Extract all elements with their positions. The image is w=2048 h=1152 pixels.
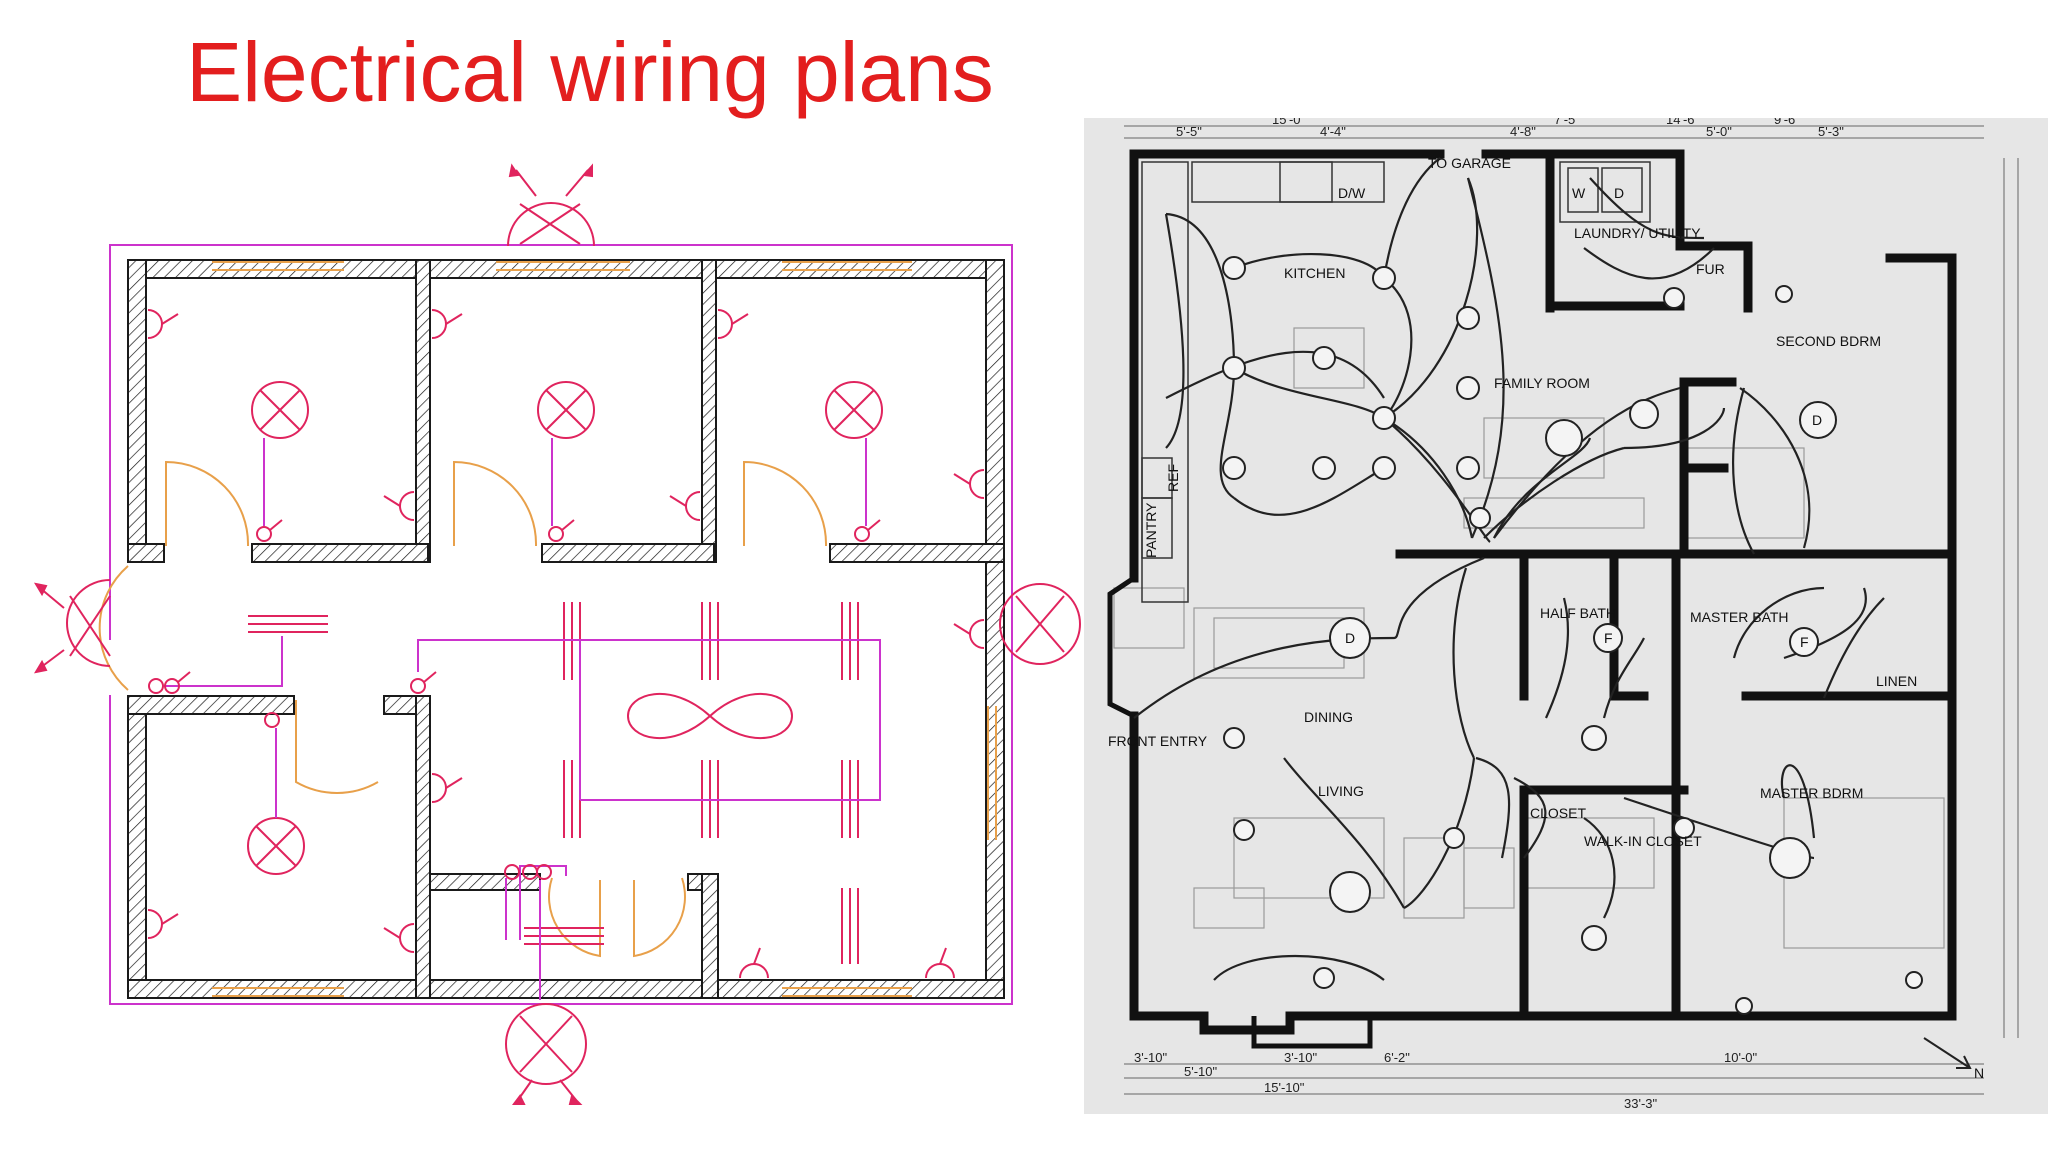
door-swings <box>98 460 828 958</box>
socket-icon <box>147 909 179 939</box>
exterior-lamp-left <box>33 579 111 674</box>
socket-icon <box>431 309 463 339</box>
interior-wires <box>164 438 881 1000</box>
label-fan-half-bath: F <box>1604 630 1613 646</box>
label-master-bath: MASTER BATH <box>1690 609 1789 625</box>
switch-icon <box>854 519 881 542</box>
ceiling-fan-icon <box>626 692 794 740</box>
north-arrow-icon <box>1923 1037 1972 1069</box>
label-dryer: D <box>1614 185 1624 201</box>
switch-icon <box>148 671 191 694</box>
cad-wiring-plan <box>33 163 1081 1105</box>
dim-bottom-4: 6'-2" <box>1384 1050 1410 1065</box>
label-linen: LINEN <box>1876 673 1917 689</box>
label-front-entry: FRONT ENTRY <box>1108 733 1208 749</box>
exterior-lamp-top <box>507 163 595 247</box>
label-dining: DINING <box>1304 709 1353 725</box>
walls <box>127 259 1005 999</box>
label-north: N <box>1974 1065 1984 1081</box>
socket-icon <box>717 309 749 339</box>
ceiling-light-room3 <box>825 381 883 439</box>
label-living: LIVING <box>1318 783 1364 799</box>
socket-icon <box>925 947 955 979</box>
socket-icon <box>739 947 769 979</box>
label-pantry: PANTRY <box>1143 502 1159 558</box>
ceiling-light-room4 <box>247 817 305 875</box>
dimension-lines <box>1124 125 2019 1095</box>
dim-bottom-2: 5'-10" <box>1184 1064 1218 1079</box>
label-closet: CLOSET <box>1530 805 1586 821</box>
socket-icon <box>953 619 985 649</box>
ceiling-light-room1 <box>251 381 309 439</box>
dim-top-row2-4: 5'-0" <box>1706 124 1732 139</box>
label-dw: D/W <box>1338 185 1366 201</box>
dim-bottom-7: 33'-3" <box>1624 1096 1658 1111</box>
sketch-walls <box>1129 149 1957 1035</box>
switch-icon <box>504 864 552 880</box>
bay-window-entry <box>1107 575 1136 719</box>
exterior-lamp-bottom <box>505 1003 587 1105</box>
label-kitchen: KITCHEN <box>1284 265 1345 281</box>
socket-icon <box>383 923 415 953</box>
label-washer: W <box>1572 185 1586 201</box>
label-laundry: LAUNDRY/ UTILITY <box>1574 225 1701 241</box>
socket-icon <box>953 469 985 499</box>
label-fan-dining: D <box>1345 630 1355 646</box>
switch-icon <box>410 671 437 694</box>
label-fan-master-bath: F <box>1800 634 1809 650</box>
label-second-bdrm: SECOND BDRM <box>1776 333 1881 349</box>
label-half-bath: HALF BATH <box>1540 605 1616 621</box>
sketch-light-fixtures <box>1222 256 1923 1015</box>
slide-title: Electrical wiring plans <box>186 25 994 119</box>
windows <box>212 261 997 997</box>
dim-top-3: 14'-6" <box>1666 118 1700 127</box>
switch-icon <box>264 712 280 728</box>
switches-and-sockets <box>147 309 985 979</box>
dim-top-1: 15'-0" <box>1272 118 1306 127</box>
dim-top-row2-1: 5'-5" <box>1176 124 1202 139</box>
label-master-bdrm: MASTER BDRM <box>1760 785 1863 801</box>
label-family-room: FAMILY ROOM <box>1494 375 1590 391</box>
socket-icon <box>431 773 463 803</box>
dim-top-4: 9'-6" <box>1774 118 1800 127</box>
exterior-lamp-right <box>999 583 1081 665</box>
outer-wiring-loop <box>109 244 1013 1005</box>
label-ref: REF <box>1165 464 1181 492</box>
label-to-garage: TO GARAGE <box>1428 155 1511 171</box>
tube-light-fixtures <box>248 602 859 964</box>
bay-window-living <box>1251 1016 1373 1049</box>
dim-bottom-6: 15'-10" <box>1264 1080 1305 1095</box>
dim-top-2: 7'-5" <box>1554 118 1580 127</box>
dim-bottom-5: 10'-0" <box>1724 1050 1758 1065</box>
socket-icon <box>669 491 701 521</box>
label-fur: FUR <box>1696 261 1725 277</box>
ceiling-lights <box>247 381 883 875</box>
ceiling-light-room2 <box>537 381 595 439</box>
dim-bottom-3: 3'-10" <box>1284 1050 1318 1065</box>
dim-top-row2-2: 4'-4" <box>1320 124 1346 139</box>
dim-top-row2-3: 4'-8" <box>1510 124 1536 139</box>
sketch-wiring-plan: 15'-0" 7'-5" 14'-6" 9'-6" 5'-5" 4'-4" 4'… <box>1084 118 2048 1114</box>
switch-icon <box>256 519 283 542</box>
dim-bottom-1: 3'-10" <box>1134 1050 1168 1065</box>
label-walk-in-closet: WALK-IN CLOSET <box>1584 833 1702 849</box>
kitchen-counters <box>1141 161 1651 603</box>
exterior-lamps <box>33 163 1081 1105</box>
label-fan-family: D <box>1812 412 1822 428</box>
socket-icon <box>383 491 415 521</box>
socket-icon <box>147 309 179 339</box>
switch-icon <box>548 519 575 542</box>
dim-top-row2-5: 5'-3" <box>1818 124 1844 139</box>
